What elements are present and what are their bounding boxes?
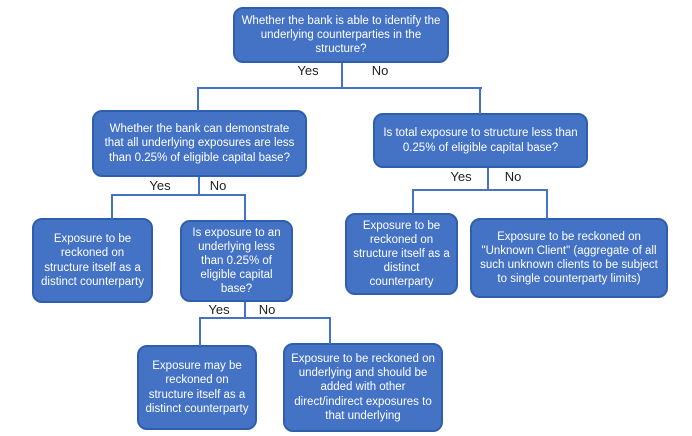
node-right-question: Is total exposure to structure less than… bbox=[373, 113, 588, 168]
node-deep-yes-outcome: Exposure may be reckoned on structure it… bbox=[137, 345, 257, 430]
branch-label-deep-no: No bbox=[258, 302, 276, 317]
connector-left-no-drop bbox=[244, 194, 246, 221]
node-root-question: Whether the bank is able to identify the… bbox=[233, 7, 449, 63]
branch-label-root-no: No bbox=[371, 63, 389, 78]
branch-label-left-no: No bbox=[209, 178, 227, 193]
connector-right-yes-drop bbox=[412, 189, 414, 214]
connector-root-crossbar bbox=[197, 87, 482, 89]
branch-label-right-yes: Yes bbox=[450, 169, 472, 184]
connector-left-yes-drop bbox=[111, 194, 113, 219]
connector-left-crossbar bbox=[111, 194, 246, 196]
branch-label-deep-yes: Yes bbox=[208, 302, 230, 317]
connector-deep-yes-drop bbox=[199, 317, 201, 346]
connector-deep-no-drop bbox=[329, 317, 331, 344]
node-deep-no-outcome: Exposure to be reckoned on underlying an… bbox=[283, 343, 443, 432]
connector-deep-crossbar bbox=[199, 317, 331, 319]
connector-root-no-drop bbox=[479, 87, 481, 114]
connector-right-crossbar bbox=[412, 189, 548, 191]
connector-root-yes-drop bbox=[197, 87, 199, 111]
node-left-yes-outcome: Exposure to be reckoned on structure its… bbox=[32, 218, 153, 303]
node-left-no-question: Is exposure to an underlying less than 0… bbox=[180, 220, 293, 302]
connector-root-stem bbox=[341, 63, 343, 89]
node-right-yes-outcome: Exposure to be reckoned on structure its… bbox=[345, 213, 458, 295]
branch-label-right-no: No bbox=[504, 169, 522, 184]
node-right-no-outcome: Exposure to be reckoned on "Unknown Clie… bbox=[470, 218, 668, 298]
connector-right-no-drop bbox=[546, 189, 548, 219]
node-left-question: Whether the bank can demonstrate that al… bbox=[92, 110, 307, 177]
branch-label-root-yes: Yes bbox=[297, 63, 319, 78]
connector-right-stem bbox=[487, 168, 489, 191]
connector-deep-stem bbox=[244, 302, 246, 319]
connector-left-stem bbox=[198, 177, 200, 196]
branch-label-left-yes: Yes bbox=[149, 178, 171, 193]
